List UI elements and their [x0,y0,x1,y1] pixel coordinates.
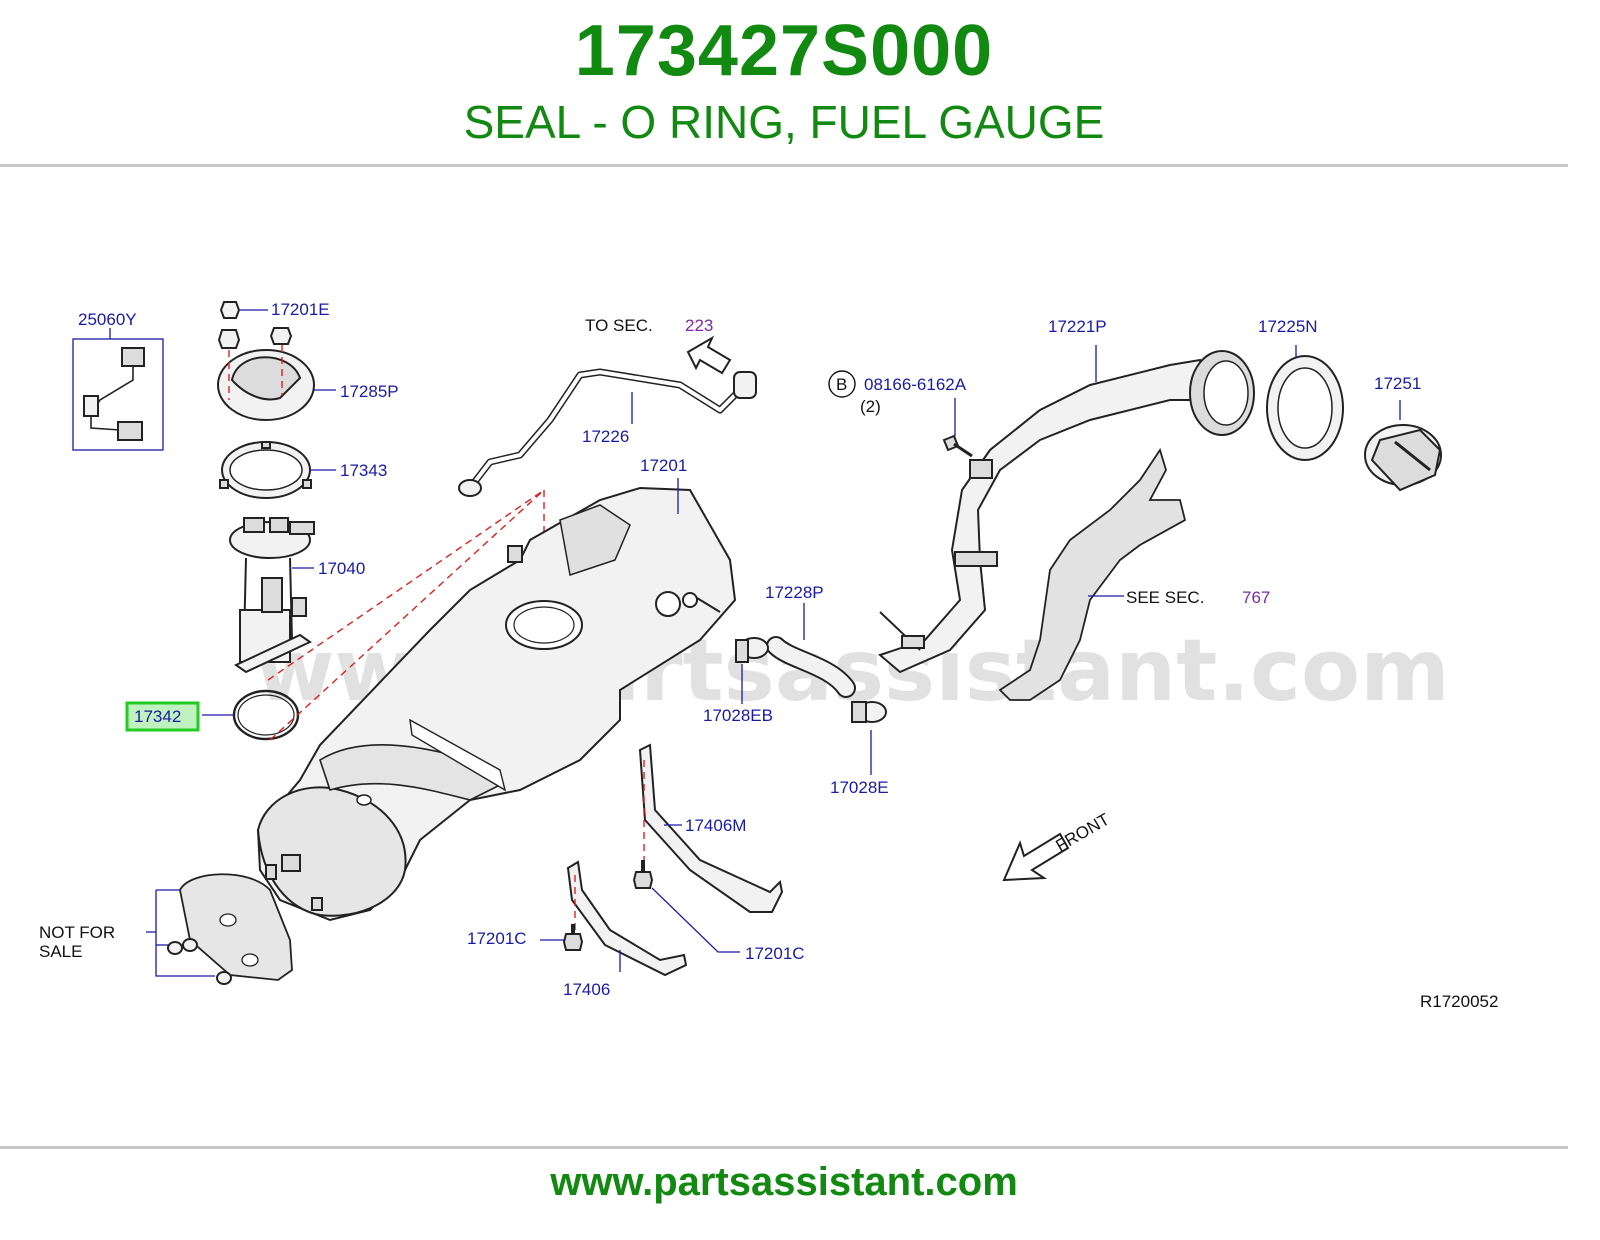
label-front: FRONT [1053,810,1113,856]
bolt-circle-icon [828,370,856,398]
filler-neck-drawing [878,350,1255,674]
filler-protector-drawing [998,447,1187,701]
fuel-pump-module-drawing [229,517,315,674]
label-17201E: 17201E [271,300,330,319]
fuel-tank-drawing [256,486,737,922]
part-number-title: 173427S000 [574,11,994,91]
hose-clamp-drawing [735,637,769,663]
page-header: 173427S000 SEAL - O RING, FUEL GAUGE [0,0,1568,166]
label-17406: 17406 [563,980,610,999]
label-17228P: 17228P [765,583,824,602]
label-17201: 17201 [640,456,687,475]
drawing-reference: R1720052 [1420,992,1498,1011]
label-17040: 17040 [318,559,365,578]
front-arrow-icon [1002,832,1070,882]
bolt-drawing [942,434,973,458]
hose-clamp-2-drawing [851,701,887,723]
label-not-for-sale-2: SALE [39,942,82,961]
label-see-sec: SEE SEC. [1126,588,1204,607]
label-not-for-sale-1: NOT FOR [39,923,115,942]
highlighted-part-box[interactable] [125,701,200,732]
fuel-hose-drawing [766,636,856,698]
label-to-sec-223[interactable]: 223 [685,316,713,335]
footer-site-url[interactable]: www.partsassistant.com [550,1160,1018,1204]
direction-arrow-icon [686,335,732,375]
vent-tube-drawing [458,368,757,497]
part-description: SEAL - O RING, FUEL GAUGE [463,96,1105,148]
tank-protector-drawing [167,873,293,985]
label-25060Y: 25060Y [78,310,137,329]
label-17221P: 17221P [1048,317,1107,336]
retainer-ring-drawing [217,345,315,421]
tank-strap-2-drawing [566,860,688,977]
label-17251: 17251 [1374,374,1421,393]
label-see-sec-767[interactable]: 767 [1242,588,1270,607]
tank-strap-drawing [638,743,784,913]
label-17406M: 17406M [685,816,746,835]
label-17028EB: 17028EB [703,706,773,725]
lock-ring-drawing [219,441,312,499]
nut-drawing [217,301,293,349]
strap-bolt-drawing [562,860,654,951]
footer-divider [0,1146,1568,1149]
label-17201C-right: 17201C [745,944,805,963]
label-17225N: 17225N [1258,317,1318,336]
label-17201C-left: 17201C [467,929,527,948]
label-17226: 17226 [582,427,629,446]
fuel-sender-unit-drawing [72,338,164,451]
label-bolt-qty: (2) [860,397,881,416]
fuel-cap-drawing [1364,424,1442,492]
label-17028E: 17028E [830,778,889,797]
label-08166-6162A: 08166-6162A [864,375,967,394]
label-17343: 17343 [340,461,387,480]
header-divider [0,164,1568,167]
label-bolt-circle: B [836,375,847,394]
label-to-sec: TO SEC. [585,316,653,335]
label-17285P: 17285P [340,382,399,401]
filler-gasket-drawing [1266,355,1344,461]
label-17342[interactable]: 17342 [134,707,181,726]
